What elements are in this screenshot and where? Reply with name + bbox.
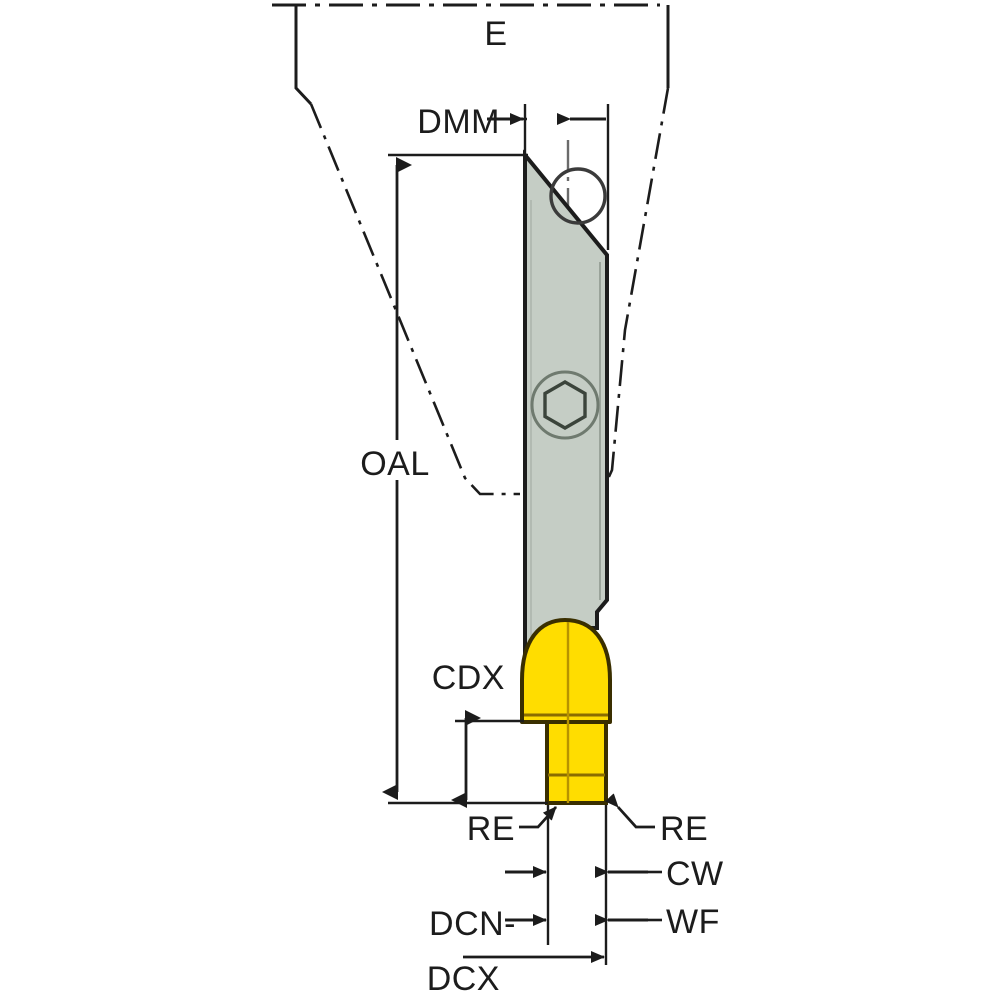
shank-outline-group	[272, 3, 670, 106]
dimension-cdx-group: CDX	[432, 659, 524, 808]
clamp-screw-outer-circle	[530, 370, 600, 440]
dimension-label-wf: WF	[666, 903, 720, 941]
dimension-re-group: RE RE	[467, 793, 708, 848]
dimension-label-dmm: DMM	[417, 103, 500, 141]
dimension-label-oal: OAL	[360, 445, 430, 483]
cutting-insert-group	[520, 618, 612, 805]
dimension-label-cdx: CDX	[432, 659, 505, 697]
coolant-hole-circle	[549, 167, 607, 225]
left-construction-dashdot	[309, 103, 520, 496]
dimension-wf-group: WF	[505, 903, 720, 941]
dimension-label-re-right: RE	[660, 810, 708, 848]
clamp-screw-group	[530, 370, 600, 440]
dimension-oal-group: OAL	[360, 153, 548, 805]
dimension-label-cw: CW	[666, 855, 724, 893]
hex-socket-icon	[543, 380, 587, 430]
dimension-label-dcx: DCX	[427, 960, 500, 998]
dimension-dmm-group: DMM	[417, 103, 610, 250]
dimension-dcn-dcx-group: DCN- DCX	[427, 905, 605, 998]
coolant-hole-group	[549, 167, 607, 225]
dimension-e-group: E	[484, 15, 507, 53]
insert-dome-head	[520, 618, 612, 724]
dimension-label-dcn: DCN-	[429, 905, 516, 943]
insert-neck	[545, 720, 608, 805]
dimension-label-re-left: RE	[467, 810, 515, 848]
re-left-leader	[519, 806, 558, 829]
re-right-leader	[604, 793, 655, 829]
shank-left-edge	[294, 5, 313, 106]
dimension-cw-group: CW	[505, 805, 724, 965]
dimension-label-e: E	[484, 15, 507, 53]
